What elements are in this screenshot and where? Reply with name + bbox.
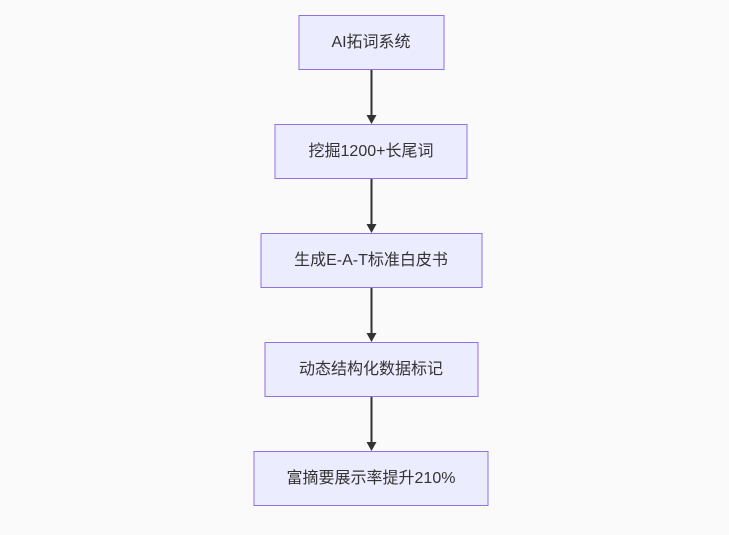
arrow-line <box>370 397 372 442</box>
arrow-line <box>370 70 372 115</box>
arrowhead-icon <box>366 333 376 342</box>
flowchart-node-structured-data-markup: 动态结构化数据标记 <box>264 342 478 397</box>
node-label: 挖掘1200+长尾词 <box>308 142 434 160</box>
node-label: 生成E-A-T标准白皮书 <box>294 251 448 269</box>
node-label: 动态结构化数据标记 <box>298 360 443 378</box>
arrow-line <box>370 179 372 224</box>
flowchart-node-eat-whitepaper: 生成E-A-T标准白皮书 <box>260 233 482 288</box>
arrow-down-icon <box>365 397 377 451</box>
node-label: AI拓词系统 <box>331 33 411 51</box>
flowchart: AI拓词系统 挖掘1200+长尾词 生成E-A-T标准白皮书 动态结构化数据标记… <box>253 15 489 506</box>
flowchart-node-rich-snippet-rate: 富摘要展示率提升210% <box>253 451 489 506</box>
arrow-down-icon <box>365 179 377 233</box>
flowchart-node-longtail-mining: 挖掘1200+长尾词 <box>274 124 468 179</box>
arrow-down-icon <box>365 288 377 342</box>
flowchart-node-ai-keyword-system: AI拓词系统 <box>298 15 444 70</box>
arrowhead-icon <box>366 442 376 451</box>
arrowhead-icon <box>366 115 376 124</box>
node-label: 富摘要展示率提升210% <box>286 469 456 487</box>
arrow-line <box>370 288 372 333</box>
arrow-down-icon <box>365 70 377 124</box>
arrowhead-icon <box>366 224 376 233</box>
